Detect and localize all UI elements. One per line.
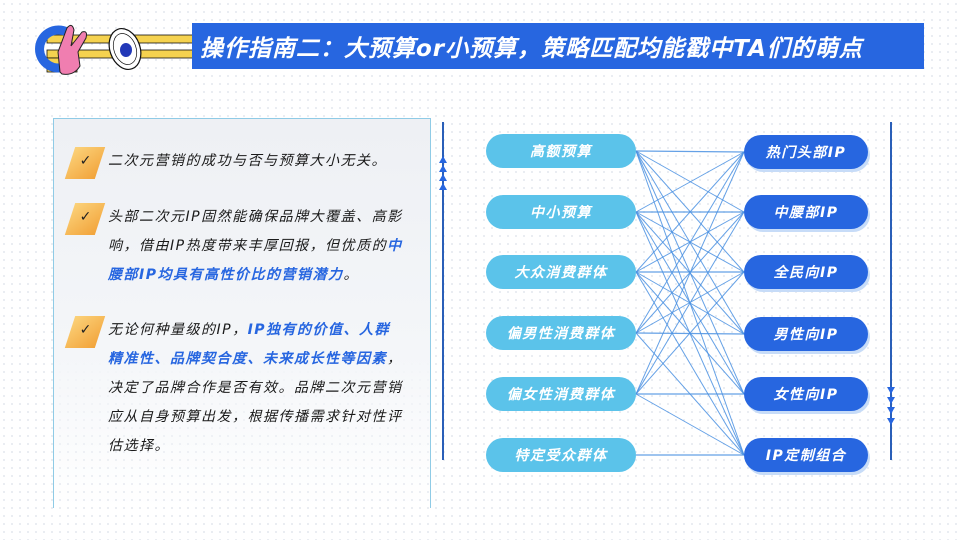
bullet-text-part: 无论何种量级的IP，	[108, 322, 248, 338]
connection-line	[635, 211, 745, 395]
bullet-text: 二次元营销的成功与否与预算大小无关。	[108, 147, 404, 176]
arrow-down-icon	[887, 397, 895, 404]
ip-node-custom: IP定制组合	[744, 438, 868, 472]
bullet-text: 无论何种量级的IP，IP独有的价值、人群精准性、品牌契合度、未来成长性等因素，决…	[108, 316, 404, 461]
connection-line	[635, 151, 745, 334]
arrow-up-icon	[439, 174, 447, 181]
node-label: 特定受众群体	[514, 448, 608, 464]
bullet-text-part: 二次元营销的成功与否与预算大小无关。	[108, 153, 387, 169]
summary-panel: ✓ 二次元营销的成功与否与预算大小无关。 ✓ 头部二次元IP固然能确保品牌大覆盖…	[53, 118, 431, 508]
ip-node-mass: 全民向IP	[744, 255, 868, 289]
bullet-text: 头部二次元IP固然能确保品牌大覆盖、高影响，借由IP热度带来丰厚回报，但优质的中…	[108, 203, 404, 290]
bullet-text-part: ，决定了品牌合作是否有效。品牌二次元营销应从自身预算出发，根据传播需求针对性评估…	[108, 351, 403, 454]
node-label: IP定制组合	[765, 448, 847, 464]
node-label: 偏男性消费群体	[506, 326, 616, 342]
connection-line	[635, 150, 745, 153]
ip-node-male: 男性向IP	[744, 317, 868, 351]
node-label: 中小预算	[530, 205, 592, 221]
arrow-up-icon	[439, 183, 447, 190]
disc-icon	[108, 28, 142, 70]
node-label: 偏女性消费群体	[506, 387, 616, 403]
connection-line	[635, 393, 745, 456]
header-logo-decoration	[35, 24, 202, 75]
ip-node-mid-tier: 中腰部IP	[744, 195, 868, 229]
arrow-up-icon	[439, 165, 447, 172]
arrow-up-icon	[439, 156, 447, 163]
connection-line	[635, 151, 745, 395]
arrow-down-icon	[887, 418, 895, 425]
arrow-down-icon	[887, 387, 895, 394]
bullet-text-highlight: 中腰部IP均具有高性价比的营销潜力	[108, 238, 403, 283]
budget-node-high: 高额预算	[486, 134, 636, 168]
bullet-text-part: 。	[343, 267, 359, 283]
ip-node-top: 热门头部IP	[744, 135, 868, 169]
audience-node-mass: 大众消费群体	[486, 255, 636, 289]
node-label: 全民向IP	[773, 265, 839, 281]
audience-node-male: 偏男性消费群体	[486, 316, 636, 350]
arrow-down-icon	[887, 407, 895, 414]
connection-line	[635, 271, 745, 456]
bullet-text-highlight: IP独有的价值、人群精准性、品牌契合度、未来成长性等因素	[108, 322, 391, 367]
bullet-text-part: 头部二次元IP固然能确保品牌大覆盖、高影响，借由IP热度带来丰厚回报，但优质的	[108, 209, 403, 254]
node-label: 女性向IP	[773, 387, 839, 403]
connection-line	[635, 151, 745, 213]
left-divider-line	[442, 122, 444, 460]
right-divider-line	[890, 122, 892, 460]
budget-node-small-mid: 中小预算	[486, 195, 636, 229]
node-label: 大众消费群体	[514, 265, 608, 281]
ip-node-female: 女性向IP	[744, 377, 868, 411]
connection-line	[635, 271, 745, 395]
node-label: 高额预算	[530, 144, 592, 160]
connection-line	[635, 151, 745, 273]
node-label: 中腰部IP	[773, 205, 839, 221]
audience-node-female: 偏女性消费群体	[486, 377, 636, 411]
audience-node-specific: 特定受众群体	[486, 438, 636, 472]
node-label: 热门头部IP	[765, 145, 847, 161]
peace-hand-icon	[57, 24, 87, 75]
page-title: 操作指南二：大预算or小预算，策略匹配均能戳中TA们的萌点	[192, 23, 924, 69]
page-title-text: 操作指南二：大预算or小预算，策略匹配均能戳中TA们的萌点	[200, 36, 863, 62]
node-label: 男性向IP	[773, 327, 839, 343]
